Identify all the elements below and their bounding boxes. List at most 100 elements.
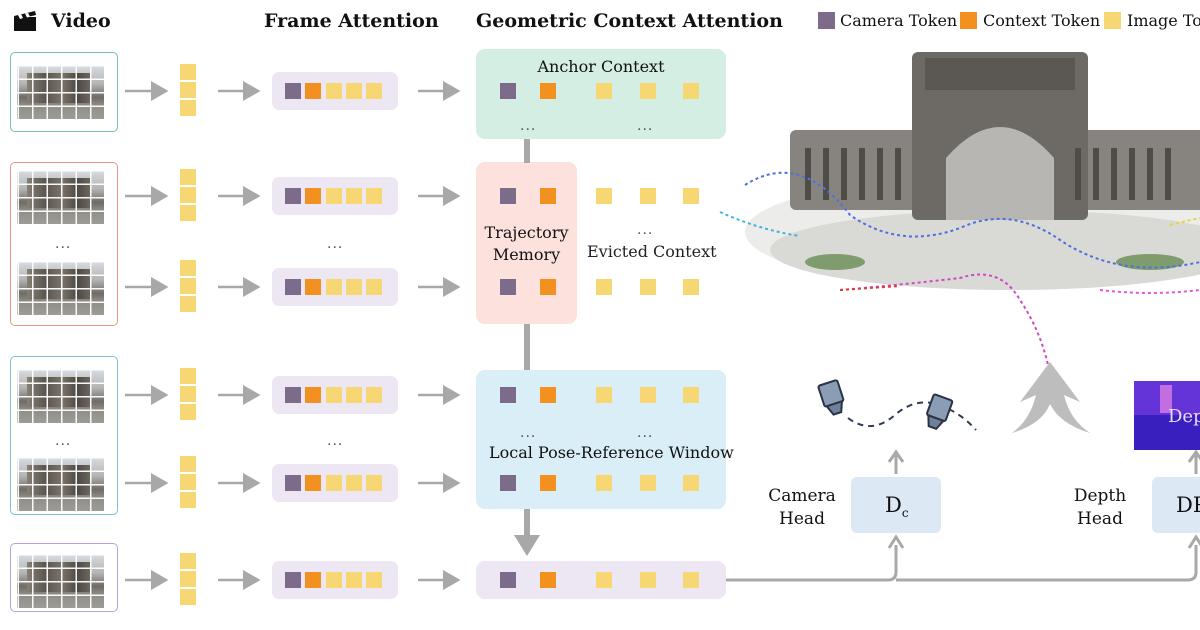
context-image-token-4-3: [683, 387, 699, 403]
frame-camera-token-1: [285, 83, 301, 99]
camera-decoder-box: [851, 477, 941, 533]
depth-head-label: Depth Head: [1073, 486, 1127, 529]
patch-token-5-3: [180, 492, 196, 508]
context-image-token-2-3: [683, 188, 699, 204]
patch-grid: [17, 554, 104, 608]
context-context-token-5: [540, 475, 556, 491]
camera-head-input-arrow: [887, 534, 905, 549]
context-camera-token-6: [500, 572, 516, 588]
frame-thumbnail-4: [17, 369, 104, 423]
frame-context-token-5: [305, 475, 321, 491]
patch-token-4-3: [180, 404, 196, 420]
camera-icon-right: [926, 393, 954, 431]
context-camera-token-4: [500, 387, 516, 403]
legend-context-swatch: [960, 12, 977, 29]
patch-token-4-1: [180, 368, 196, 384]
depth-output-arrow: [1187, 449, 1200, 463]
frame-thumbnail-2: [17, 170, 104, 224]
frame-attn-ellipsis-3: ...: [327, 433, 344, 449]
frame-image-token-1-3: [366, 83, 382, 99]
frame-image-token-4-1: [326, 387, 342, 403]
flow-arrow-head: [514, 535, 540, 556]
frame-image-token-6-2: [346, 572, 362, 588]
context-image-token-5-1: [596, 475, 612, 491]
video-ellipsis-2: ...: [55, 235, 72, 252]
frame-image-token-4-2: [346, 387, 362, 403]
patch-token-2-1: [180, 169, 196, 185]
depth-decoder-label: DP: [1176, 493, 1200, 517]
local-ellipsis-left: ...: [520, 425, 537, 441]
patch-grid: [17, 65, 104, 119]
context-image-token-6-2: [640, 572, 656, 588]
frame-image-token-2-2: [346, 188, 362, 204]
frame-image-token-1-1: [326, 83, 342, 99]
frame-context-token-6: [305, 572, 321, 588]
camera-decoder-label: Dc: [885, 495, 909, 521]
patch-grid: [17, 170, 104, 224]
frame-thumbnail-5: [17, 457, 104, 511]
context-camera-token-1: [500, 83, 516, 99]
video-ellipsis-3: ...: [55, 433, 72, 449]
context-image-token-1-1: [596, 83, 612, 99]
depth-head-input-arrow: [1187, 534, 1200, 549]
frame-thumbnail-6: [17, 554, 104, 608]
camera-head-label: Camera Head: [768, 486, 836, 529]
frame-image-token-5-1: [326, 475, 342, 491]
context-image-token-1-2: [640, 83, 656, 99]
frame-image-token-5-2: [346, 475, 362, 491]
context-image-token-3-3: [683, 279, 699, 295]
frame-camera-token-6: [285, 572, 301, 588]
context-image-token-5-3: [683, 475, 699, 491]
legend-camera-swatch: [818, 12, 835, 29]
patch-token-2-2: [180, 187, 196, 203]
anchor-ellipsis-right: ...: [637, 118, 654, 134]
patch-token-4-2: [180, 386, 196, 402]
frame-image-token-3-1: [326, 279, 342, 295]
frame-image-token-6-3: [366, 572, 382, 588]
local-window-label: Local Pose-Reference Window: [489, 443, 734, 462]
reconstruction-up-arrow: [1012, 362, 1090, 433]
frame-thumbnail-3: [17, 261, 104, 315]
local-ellipsis-right: ...: [637, 425, 654, 441]
patch-token-1-2: [180, 82, 196, 98]
context-image-token-4-2: [640, 387, 656, 403]
frame-camera-token-2: [285, 188, 301, 204]
context-image-token-6-3: [683, 572, 699, 588]
patch-token-5-2: [180, 474, 196, 490]
legend-image-label: Image Tok: [1127, 11, 1200, 30]
depth-map-label: Dep: [1168, 406, 1200, 427]
patch-token-3-2: [180, 278, 196, 294]
patch-token-1-1: [180, 64, 196, 80]
flow-line-upper: [524, 139, 530, 163]
frame-image-token-5-3: [366, 475, 382, 491]
context-camera-token-5: [500, 475, 516, 491]
evicted-context-label: Evicted Context: [587, 242, 717, 261]
patch-token-3-1: [180, 260, 196, 276]
context-context-token-1: [540, 83, 556, 99]
frame-image-token-6-1: [326, 572, 342, 588]
output-bus: [726, 545, 1198, 582]
trajectory-memory-box: [476, 162, 577, 324]
anchor-context-label: Anchor Context: [537, 57, 665, 76]
context-context-token-4: [540, 387, 556, 403]
camera-decoder-sub: c: [901, 506, 909, 521]
frame-context-token-1: [305, 83, 321, 99]
context-image-token-2-1: [596, 188, 612, 204]
patch-token-6-3: [180, 589, 196, 605]
depth-decoder-box: [1152, 477, 1200, 533]
patch-token-1-3: [180, 100, 196, 116]
video-icon: [13, 10, 39, 36]
geometric-context-attention-header: Geometric Context Attention: [476, 10, 783, 32]
camera-icon-left: [817, 379, 845, 416]
legend-image-swatch: [1104, 12, 1121, 29]
point-cloud-reconstruction: [719, 52, 1200, 366]
frame-attn-ellipsis-2: ...: [327, 235, 344, 252]
patch-token-5-1: [180, 456, 196, 472]
frame-context-token-3: [305, 279, 321, 295]
legend-context-label: Context Token: [983, 11, 1101, 30]
frame-image-token-3-2: [346, 279, 362, 295]
anchor-ellipsis-left: ...: [520, 118, 537, 134]
frame-image-token-3-3: [366, 279, 382, 295]
legend-camera-label: Camera Token: [840, 11, 958, 30]
patch-grid: [17, 369, 104, 423]
